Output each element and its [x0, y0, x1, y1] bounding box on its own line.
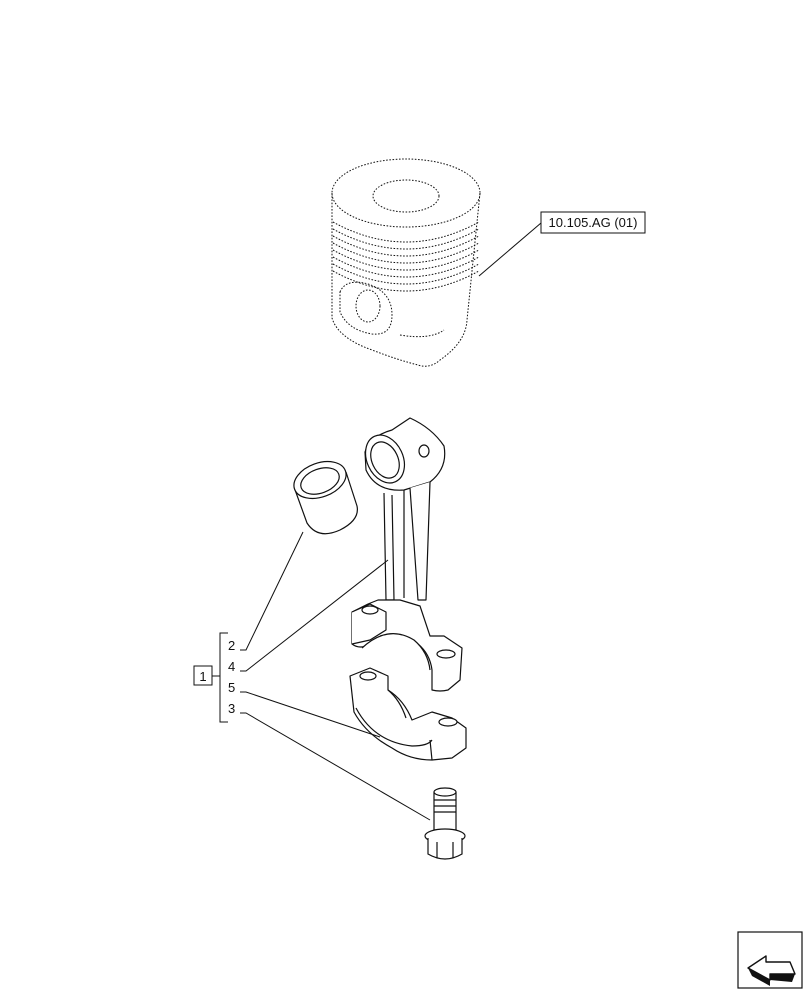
callout-5[interactable]: 5 [228, 680, 235, 695]
leader-4 [240, 559, 389, 672]
arrow-next-icon[interactable] [737, 931, 803, 989]
leader-2 [240, 531, 304, 651]
leader-5 [240, 691, 381, 738]
callout-4[interactable]: 4 [228, 659, 235, 674]
group-label: 1 [199, 669, 206, 684]
callout-group: 1 2 4 5 3 [193, 531, 431, 821]
connecting-rod[interactable] [351, 417, 463, 692]
callout-2[interactable]: 2 [228, 638, 235, 653]
reference-label: 10.105.AG (01) [549, 215, 638, 230]
callout-3[interactable]: 3 [228, 701, 235, 716]
small-end-bushing[interactable] [289, 455, 358, 535]
group-box[interactable] [193, 665, 213, 686]
leader-3 [240, 712, 431, 821]
reference-box[interactable]: 10.105.AG (01) [540, 211, 646, 234]
piston-ghost[interactable] [331, 158, 481, 367]
flange-bolt[interactable] [424, 787, 466, 860]
piston-leader [478, 222, 542, 277]
